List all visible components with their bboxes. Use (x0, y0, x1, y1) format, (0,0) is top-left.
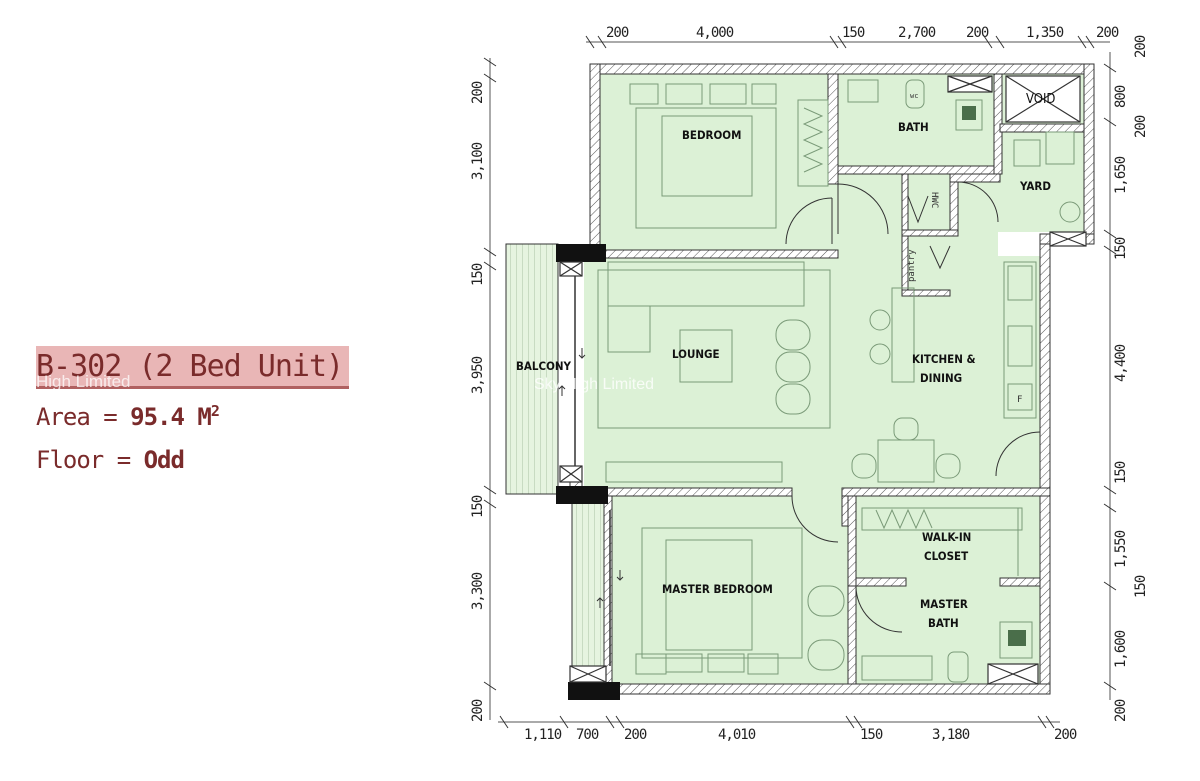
dim-right-outer-1: 200 (1133, 115, 1149, 138)
room-label-bedroom: BEDROOM (682, 128, 741, 142)
dim-left-1: 3,100 (470, 142, 486, 180)
room-label-kitchen-2: DINING (920, 371, 962, 385)
dim-top-4: 200 (966, 25, 989, 41)
master-balcony-deck (571, 495, 607, 667)
room-label-void: VOID (1026, 92, 1055, 107)
furniture (597, 79, 1081, 683)
floor-label: Floor = (36, 446, 144, 474)
dim-top-5: 1,350 (1026, 25, 1064, 41)
room-label-balcony: BALCONY (516, 359, 572, 373)
area-line: Area = 95.4 M2 (36, 402, 220, 431)
room-label-lounge: LOUNGE (672, 347, 720, 361)
dim-bottom-3: 4,010 (718, 727, 756, 743)
floor-line: Floor = Odd (36, 446, 185, 474)
dim-left-6: 200 (470, 699, 486, 722)
structural-columns (556, 244, 620, 700)
dimension-labels-bottom: 1,110 700 200 4,010 150 3,180 200 (524, 727, 1078, 743)
room-label-pantry: pantry (907, 249, 917, 282)
dim-left-5: 3,300 (470, 572, 486, 610)
room-label-kitchen-1: KITCHEN & (912, 352, 976, 366)
dim-right-7: 200 (1113, 699, 1129, 722)
appliances (962, 106, 1026, 646)
dim-right-outer-0: 200 (1133, 35, 1149, 58)
dim-top-6: 200 (1096, 25, 1119, 41)
dim-right-4: 150 (1113, 461, 1129, 484)
room-label-bath: BATH (898, 120, 929, 134)
dim-right-2: 150 (1113, 237, 1129, 260)
sliding-doors (574, 276, 611, 666)
dimension-labels-left: 200 3,100 150 3,950 150 3,300 200 (470, 81, 486, 722)
appliance-label-fridge: F (1017, 395, 1022, 405)
balcony-deck (505, 243, 559, 495)
sliding-arrows (558, 348, 624, 608)
dim-bottom-1: 700 (576, 727, 599, 743)
dim-top-3: 2,700 (898, 25, 936, 41)
room-labels: BEDROOM BATH VOID YARD HWC pantry BALCON… (516, 92, 1055, 630)
dim-right-3: 4,400 (1113, 344, 1129, 382)
door-swings (785, 181, 1041, 633)
dimension-lines (489, 41, 1111, 723)
dim-bottom-0: 1,110 (524, 727, 562, 743)
watermark-text: High Limited (36, 372, 131, 391)
dimension-labels-top: 200 4,000 150 2,700 200 1,350 200 (606, 25, 1120, 41)
unit-title: B-302 (2 Bed Unit) (36, 346, 350, 389)
dim-left-2: 150 (470, 263, 486, 286)
dim-top-1: 4,000 (696, 25, 734, 41)
service-shafts (559, 75, 1087, 685)
dim-top-0: 200 (606, 25, 629, 41)
dim-left-0: 200 (470, 81, 486, 104)
dimension-labels-right: 800 1,650 150 4,400 150 1,550 1,600 200 … (1113, 35, 1149, 722)
room-label-walkin-2: CLOSET (924, 549, 968, 563)
dim-right-5: 1,550 (1113, 530, 1129, 568)
dim-right-0: 800 (1113, 85, 1129, 108)
dim-right-outer-2: 150 (1133, 575, 1149, 598)
room-label-master-bath-1: MASTER (920, 597, 968, 611)
fixture-label-wc: wc (910, 92, 918, 100)
area-value: 95.4 M (130, 403, 212, 431)
dim-bottom-5: 3,180 (932, 727, 970, 743)
room-label-hwc: HWC (929, 192, 939, 208)
watermark-plan: Sky High Limited (534, 376, 654, 393)
dim-bottom-4: 150 (860, 727, 883, 743)
area-label: Area = (36, 403, 131, 431)
dimension-ticks (483, 35, 1117, 729)
dim-top-2: 150 (842, 25, 865, 41)
room-label-walkin-1: WALK-IN (922, 530, 971, 544)
dim-left-4: 150 (470, 495, 486, 518)
dim-right-6: 1,600 (1113, 630, 1129, 668)
room-label-master-bedroom: MASTER BEDROOM (662, 582, 773, 596)
room-label-yard: YARD (1019, 179, 1051, 193)
room-label-master-bath-2: BATH (928, 616, 959, 630)
dim-bottom-6: 200 (1054, 727, 1077, 743)
dim-left-3: 3,950 (470, 356, 486, 394)
area-superscript: 2 (210, 402, 220, 420)
floor-value: Odd (143, 446, 185, 474)
dim-right-1: 1,650 (1113, 156, 1129, 194)
dim-bottom-2: 200 (624, 727, 647, 743)
